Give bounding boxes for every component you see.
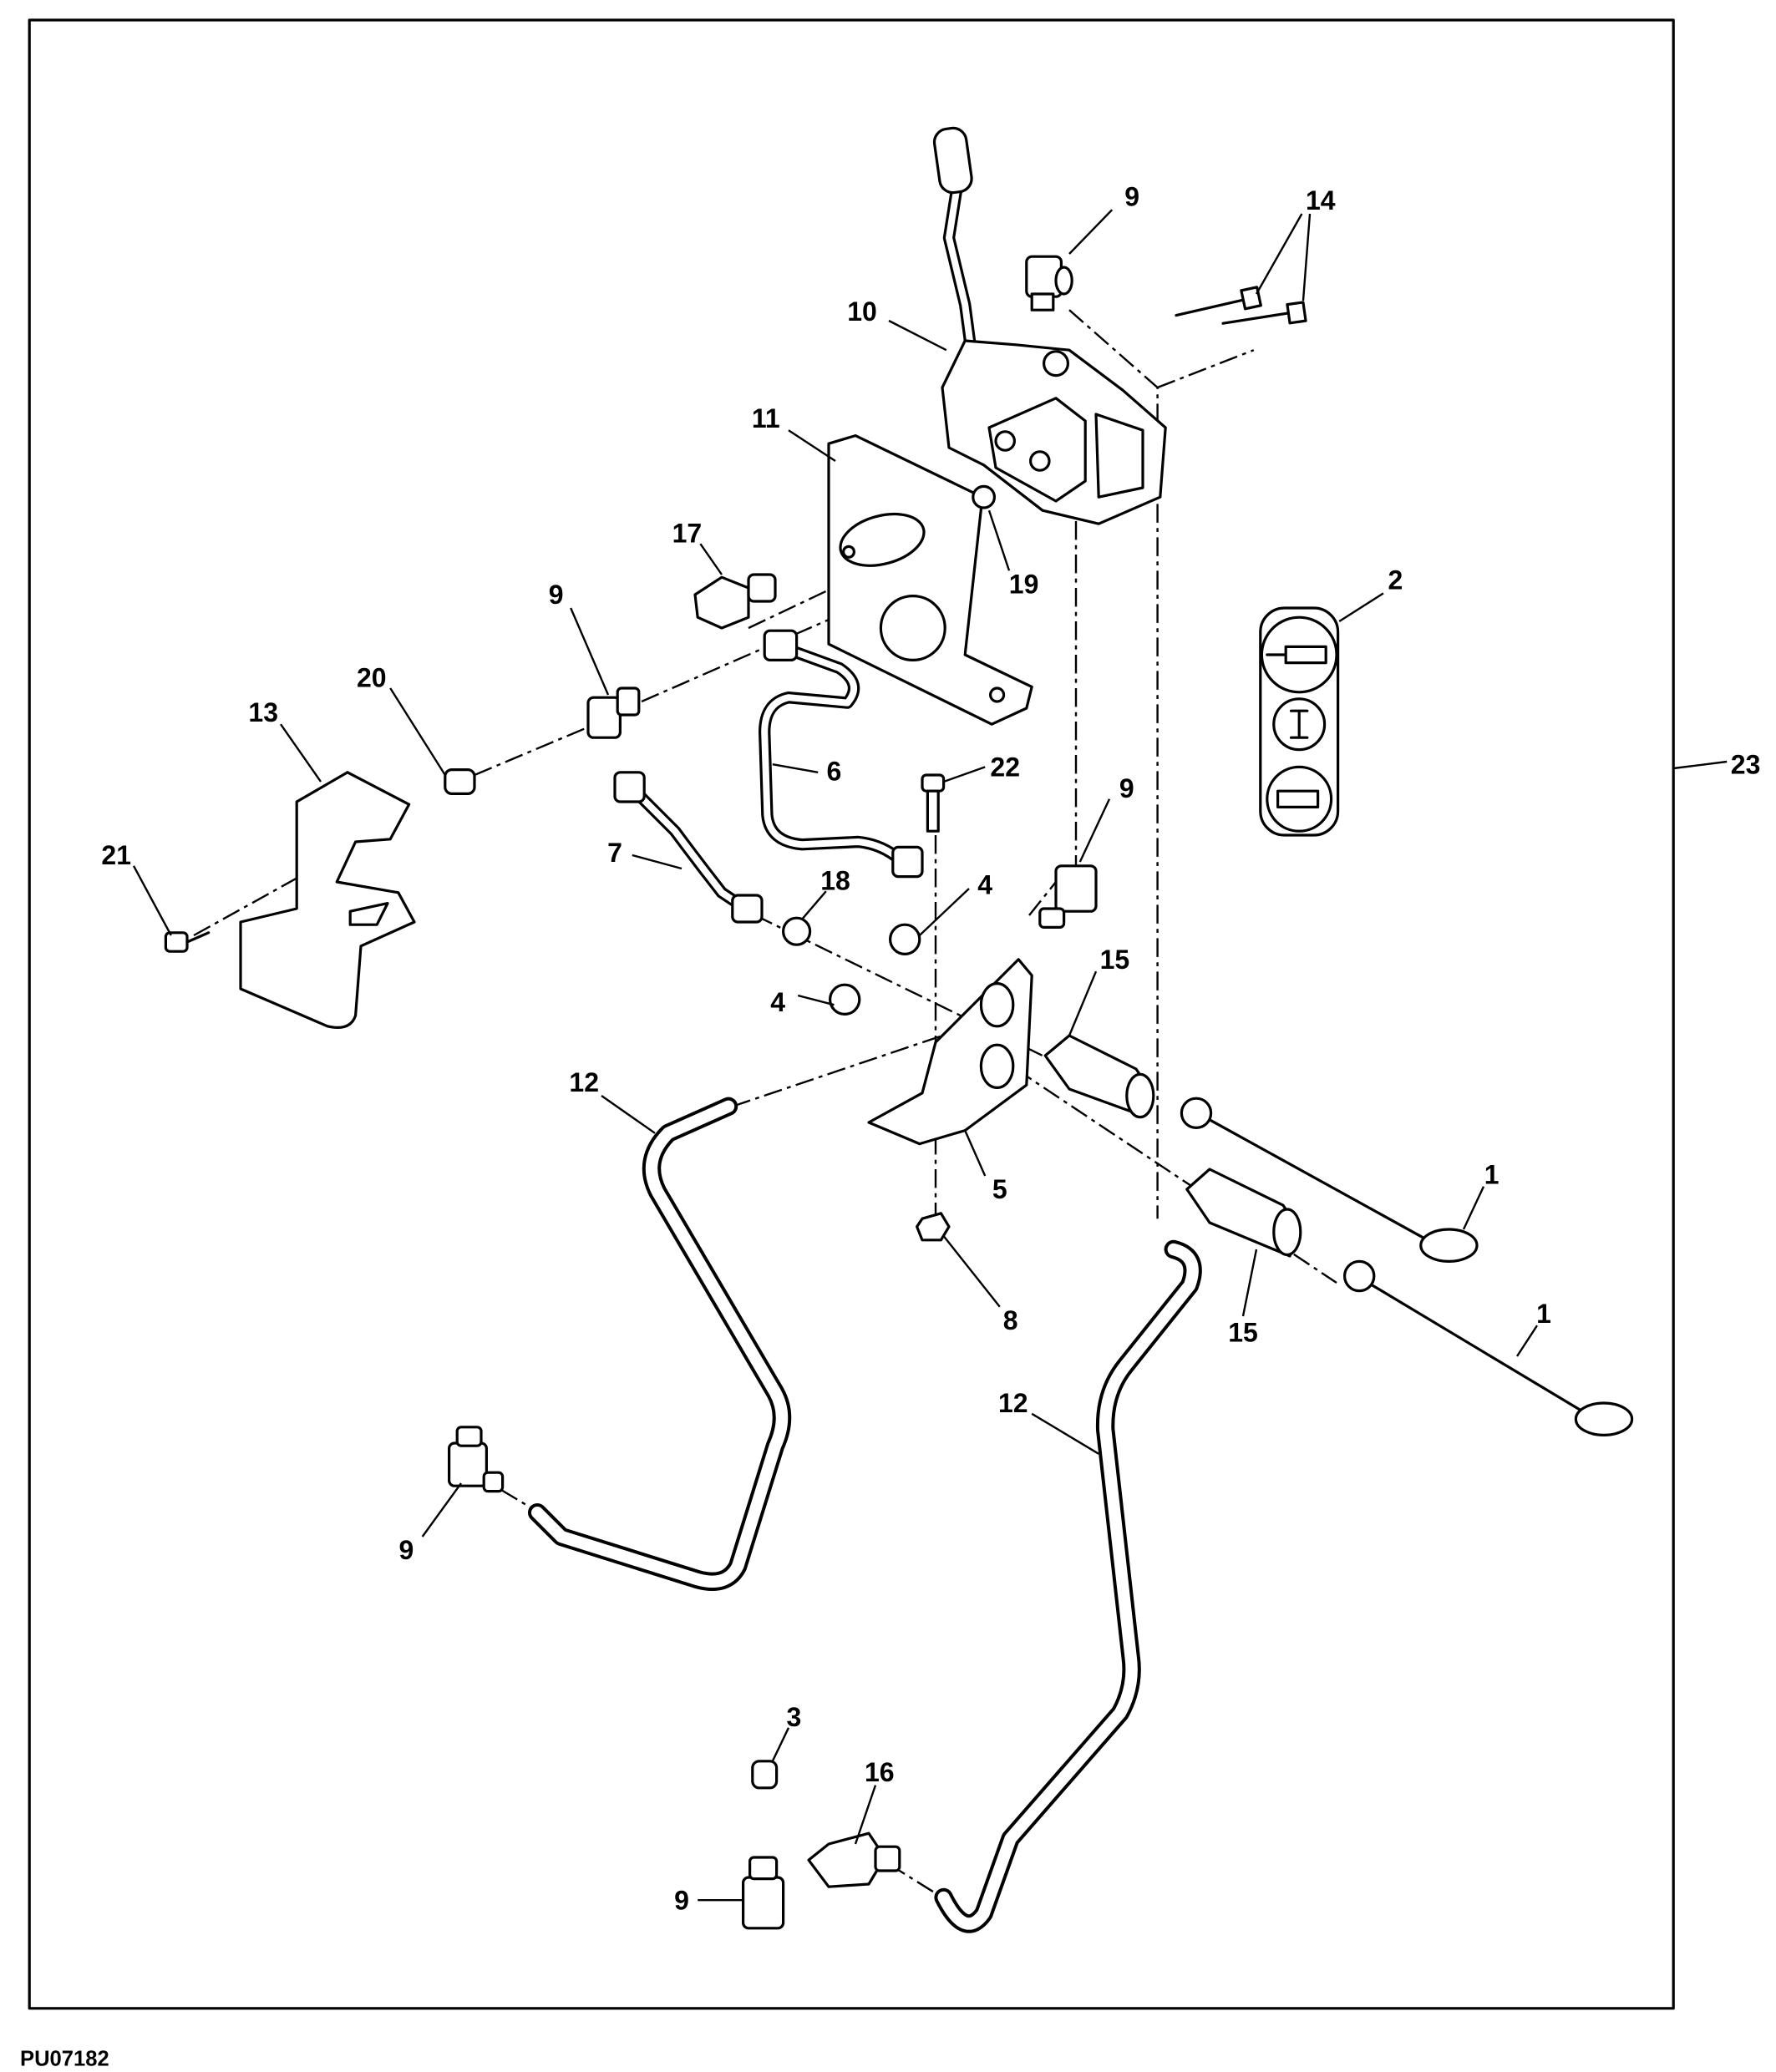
callout-6: 6 bbox=[827, 756, 842, 786]
elbow-fitting-mid bbox=[1038, 864, 1098, 930]
dust-cap-lower bbox=[1343, 1259, 1634, 1437]
callout-12: 12 bbox=[569, 1067, 599, 1097]
callout-1: 1 bbox=[1536, 1299, 1551, 1329]
callout-20: 20 bbox=[357, 662, 387, 692]
dust-cap-upper bbox=[1180, 1097, 1479, 1264]
callout-15: 15 bbox=[1100, 945, 1130, 975]
bolts bbox=[1175, 286, 1307, 325]
bolt-21 bbox=[164, 931, 211, 953]
callout-19: 19 bbox=[1009, 569, 1039, 599]
callout-11: 11 bbox=[752, 403, 780, 433]
elbow-fitting-left bbox=[586, 686, 641, 739]
hydraulic-tube-6 bbox=[759, 629, 924, 879]
callout-21: 21 bbox=[101, 840, 131, 870]
callout-8: 8 bbox=[1003, 1305, 1018, 1335]
elbow-fitting-top bbox=[1025, 255, 1073, 312]
callout-18: 18 bbox=[820, 866, 850, 896]
callout-9: 9 bbox=[674, 1885, 689, 1915]
hose-12-right bbox=[934, 1239, 1202, 1933]
callout-7: 7 bbox=[607, 838, 622, 868]
decal-2 bbox=[1259, 606, 1340, 837]
callout-1: 1 bbox=[1484, 1160, 1499, 1190]
callout-17: 17 bbox=[672, 519, 703, 549]
control-valve bbox=[941, 339, 1167, 525]
callout-9: 9 bbox=[549, 580, 564, 610]
hydraulic-tube-7 bbox=[613, 771, 764, 924]
callout-9: 9 bbox=[399, 1535, 414, 1565]
diagram-frame bbox=[28, 18, 1675, 2010]
callout-2: 2 bbox=[1388, 565, 1403, 595]
callout-16: 16 bbox=[865, 1757, 895, 1787]
callout-9: 9 bbox=[1119, 773, 1134, 803]
snap-ring-4b bbox=[829, 983, 861, 1016]
callout-14: 14 bbox=[1306, 185, 1336, 215]
callout-9: 9 bbox=[1124, 181, 1139, 211]
leader-lines bbox=[132, 209, 1728, 1902]
nut-8 bbox=[916, 1212, 951, 1242]
snap-ring-4a bbox=[889, 923, 921, 956]
figure-id: PU07182 bbox=[20, 2048, 109, 2071]
callout-4: 4 bbox=[770, 987, 785, 1017]
quick-coupler-lower bbox=[1185, 1168, 1302, 1258]
callout-23: 23 bbox=[1731, 749, 1761, 779]
elbow-fitting-16 bbox=[807, 1831, 901, 1888]
o-ring-19 bbox=[972, 484, 997, 509]
callout-22: 22 bbox=[990, 752, 1020, 783]
callout-5: 5 bbox=[992, 1174, 1007, 1204]
callout-13: 13 bbox=[248, 697, 278, 727]
elbow-fitting-lower-left bbox=[448, 1426, 505, 1493]
quick-coupler-upper bbox=[1043, 1034, 1155, 1119]
neutral-symbol-icon bbox=[1290, 709, 1309, 739]
o-ring-18 bbox=[782, 916, 812, 946]
fitting-17 bbox=[693, 573, 777, 630]
callout-15: 15 bbox=[1228, 1317, 1258, 1347]
cap-3 bbox=[751, 1760, 779, 1790]
callout-3: 3 bbox=[787, 1702, 802, 1732]
hose-12-left bbox=[528, 1097, 792, 1591]
elbow-fitting-bottom bbox=[742, 1856, 785, 1930]
callout-12: 12 bbox=[998, 1388, 1028, 1418]
coupler-bracket-5 bbox=[867, 958, 1033, 1146]
spacer-20 bbox=[444, 768, 476, 796]
control-lever bbox=[932, 126, 977, 352]
callout-4: 4 bbox=[977, 869, 992, 899]
assembly-lines bbox=[193, 309, 1337, 1899]
bracket-13 bbox=[239, 771, 416, 1029]
bracket-13-slot bbox=[348, 902, 389, 926]
callout-10: 10 bbox=[847, 296, 877, 327]
bolt-22 bbox=[921, 773, 946, 833]
callout-labels: 9 14 10 11 17 19 2 9 20 13 22 6 23 9 21 … bbox=[101, 181, 1760, 1915]
